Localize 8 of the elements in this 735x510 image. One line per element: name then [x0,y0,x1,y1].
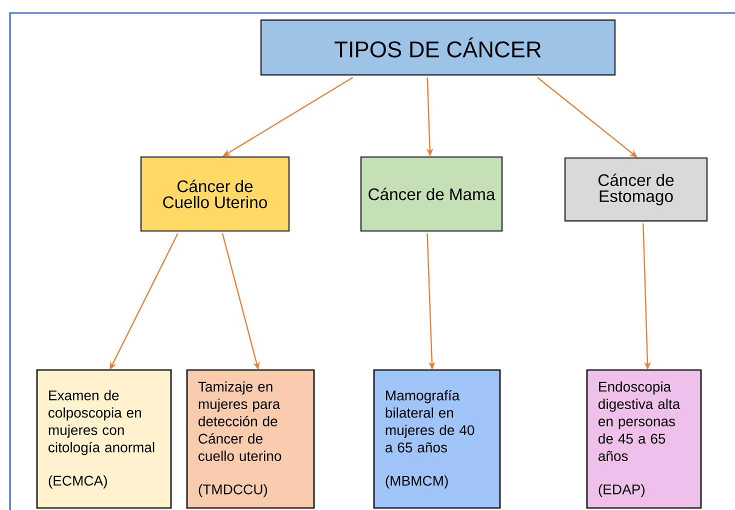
category-box: Cáncer de Estomago [564,158,708,222]
category-box: Cáncer de Cuello Uterino [140,156,290,232]
test-box: Mamografía bilateral en mujeres de 40 a 65 años (MBMCM) [373,369,501,509]
category-box: Cáncer de Mama [360,156,503,232]
test-box: Tamizaje en mujeres para detección de Cáncer de cuello uterino (TMDCCU) [186,369,315,509]
test-box: Endoscopia digestiva alta en personas de 45 a 65 años (EDAP) [586,369,702,509]
title-box: TIPOS DE CÁNCER [260,20,616,76]
test-box: Examen de colposcopia en mujeres con citología anormal (ECMCA) [36,369,172,509]
